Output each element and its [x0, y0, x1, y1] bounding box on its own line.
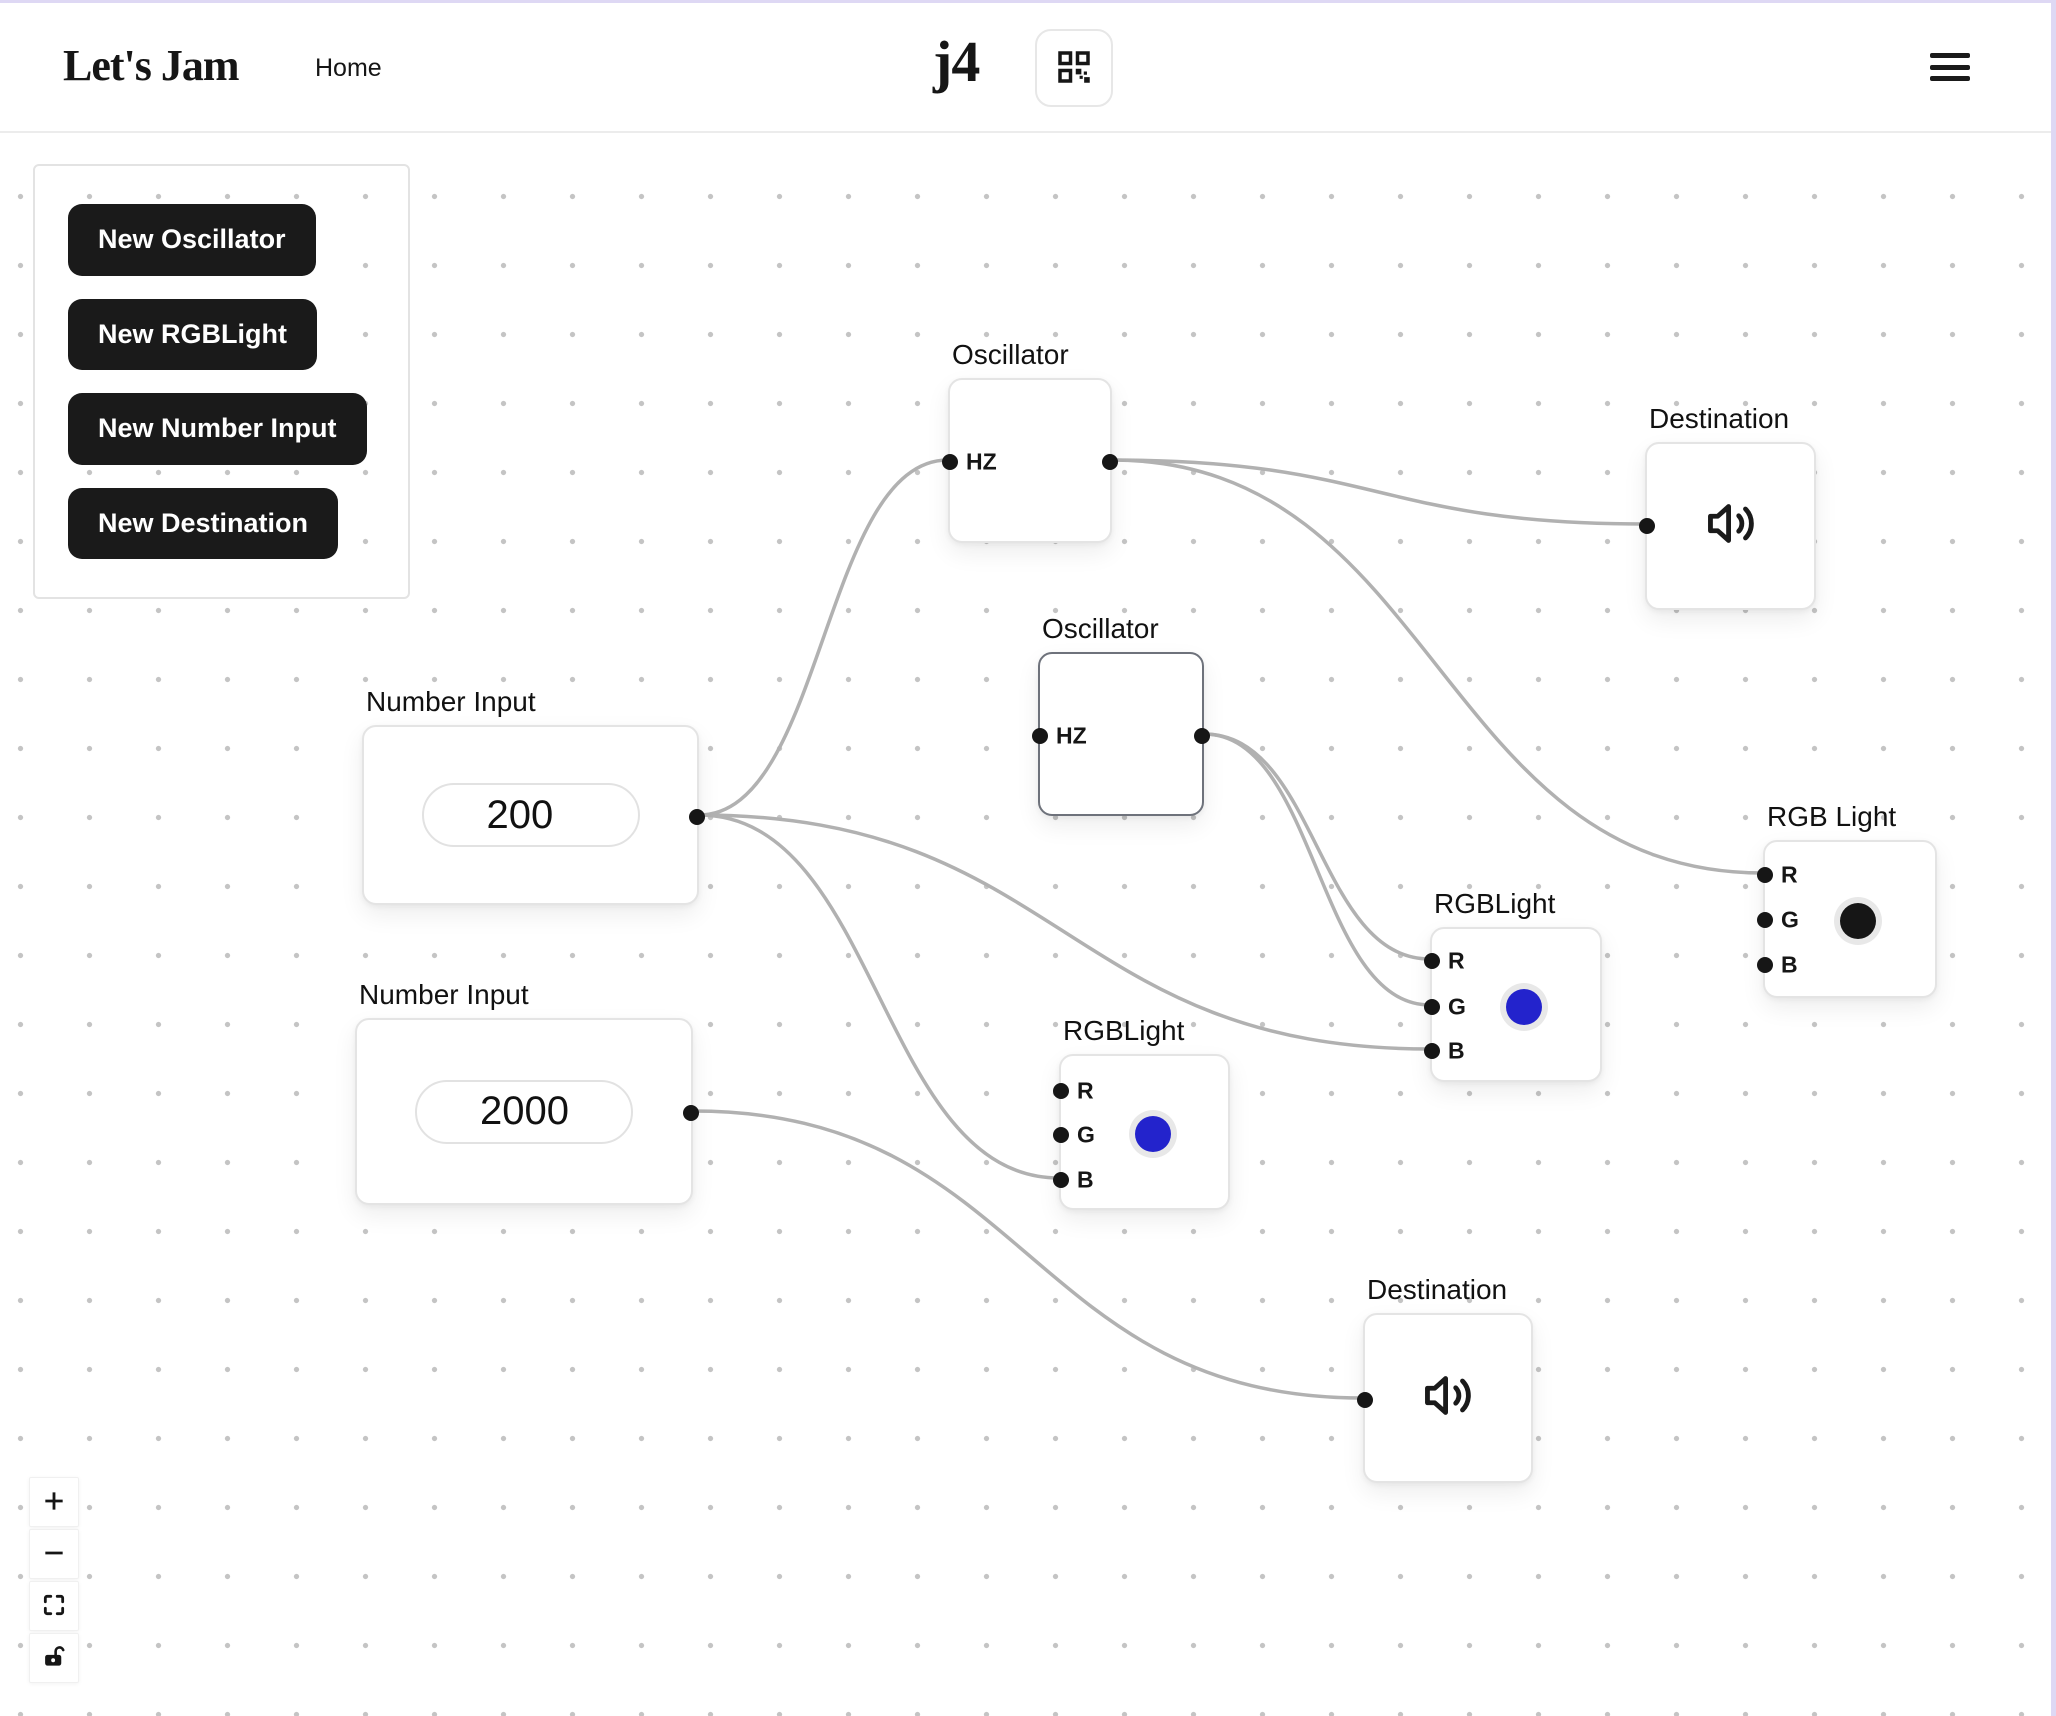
fit-view-icon — [41, 1592, 67, 1621]
port-label: HZ — [966, 448, 997, 475]
port-label: B — [1077, 1166, 1094, 1193]
number-value-field — [421, 783, 640, 847]
light-indicator — [1134, 1116, 1171, 1152]
node-title: RGBLight — [1063, 1015, 1185, 1046]
hamburger-icon — [1930, 53, 1970, 58]
port-label: G — [1077, 1121, 1095, 1148]
zoom-in-button[interactable] — [29, 1477, 79, 1527]
port-hz[interactable] — [1032, 728, 1048, 744]
speaker-icon — [1702, 495, 1760, 558]
port-b[interactable] — [1053, 1172, 1069, 1188]
node-palette: New Oscillator New RGBLight New Number I… — [33, 164, 410, 599]
port-r[interactable] — [1757, 867, 1773, 883]
port-g[interactable] — [1424, 999, 1440, 1015]
light-indicator — [1840, 903, 1876, 939]
unlock-icon — [41, 1644, 67, 1673]
node-title: Oscillator — [1042, 613, 1159, 644]
nav-home-link[interactable]: Home — [315, 54, 382, 82]
port-r[interactable] — [1053, 1083, 1069, 1099]
new-rgblight-button[interactable]: New RGBLight — [68, 298, 317, 370]
new-oscillator-button[interactable]: New Oscillator — [68, 204, 316, 276]
light-ring — [1128, 1110, 1177, 1158]
port-g[interactable] — [1757, 912, 1773, 928]
node-destination[interactable]: Destination — [1639, 403, 1816, 610]
speaker-icon — [1419, 1367, 1477, 1430]
light-ring — [1500, 982, 1548, 1031]
port-r[interactable] — [1424, 953, 1440, 969]
zoom-out-button[interactable] — [29, 1529, 79, 1579]
node-title: RGB Light — [1767, 801, 1897, 832]
canvas-controls — [29, 1477, 79, 1683]
brand-title: Let's Jam — [63, 41, 240, 90]
node-title: Destination — [1367, 1274, 1508, 1305]
new-destination-button[interactable]: New Destination — [68, 487, 339, 559]
number-input[interactable] — [480, 1089, 568, 1134]
plus-icon — [41, 1488, 67, 1517]
minus-icon — [41, 1540, 67, 1569]
logo-j4: j4 — [933, 29, 980, 94]
node-number[interactable]: Number Input — [355, 979, 699, 1205]
port-hz[interactable] — [942, 454, 958, 470]
number-input[interactable] — [486, 792, 575, 838]
port-g[interactable] — [1053, 1127, 1069, 1143]
port-in[interactable] — [1357, 1392, 1373, 1408]
port-out[interactable] — [683, 1105, 699, 1121]
node-title: RGBLight — [1434, 888, 1556, 919]
node-destination[interactable]: Destination — [1357, 1274, 1533, 1483]
port-label: HZ — [1056, 722, 1087, 749]
node-title: Number Input — [366, 686, 536, 717]
node-number[interactable]: Number Input — [362, 686, 705, 905]
hamburger-menu-button[interactable] — [1930, 53, 1970, 81]
port-label: R — [1077, 1077, 1094, 1104]
port-b[interactable] — [1424, 1043, 1440, 1059]
node-title: Oscillator — [952, 339, 1069, 370]
number-value-field — [415, 1079, 633, 1144]
qr-code-button[interactable] — [1035, 29, 1113, 107]
port-label: B — [1781, 951, 1798, 978]
lock-button[interactable] — [29, 1633, 79, 1683]
qr-code-icon — [1053, 46, 1095, 91]
node-title: Number Input — [359, 979, 529, 1010]
port-label: G — [1448, 993, 1466, 1020]
port-in[interactable] — [1639, 518, 1655, 534]
port-label: G — [1781, 906, 1799, 933]
light-ring — [1834, 897, 1882, 945]
light-indicator — [1506, 988, 1542, 1025]
fit-view-button[interactable] — [29, 1581, 79, 1631]
new-number-input-button[interactable]: New Number Input — [68, 393, 367, 465]
port-label: R — [1781, 861, 1798, 888]
header: Let's Jam Home j4 — [0, 0, 2056, 133]
port-out[interactable] — [1102, 454, 1118, 470]
port-b[interactable] — [1757, 957, 1773, 973]
node-title: Destination — [1649, 403, 1790, 434]
port-label: B — [1448, 1037, 1465, 1064]
port-out[interactable] — [1194, 728, 1210, 744]
port-out[interactable] — [689, 809, 705, 825]
port-label: R — [1448, 947, 1465, 974]
